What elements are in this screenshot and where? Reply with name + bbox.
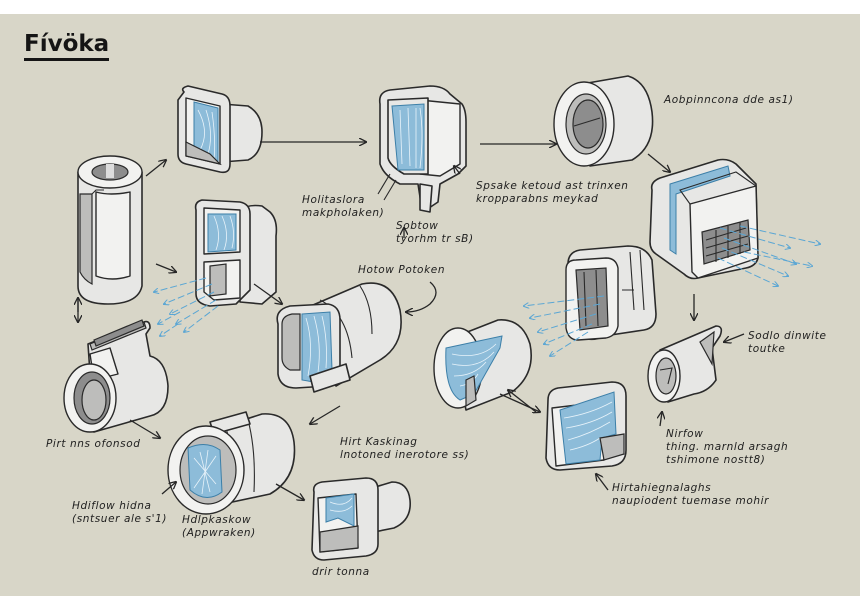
label-sodlo: Sodlo dinwite toutke <box>748 330 827 356</box>
label-nirfow: Nirfow thing. marnld arsagh tshimone nos… <box>666 428 788 467</box>
round-collar-icon <box>553 75 654 167</box>
label-line: thing. marnld arsagh <box>666 441 789 453</box>
label-line: Holitaslora <box>302 194 365 206</box>
small-nozzle-icon <box>647 325 723 403</box>
arrow <box>596 474 609 491</box>
arrow <box>275 483 304 500</box>
label-line: Hdlpkaskow <box>182 514 252 526</box>
saddle-nozzle-icon <box>63 319 169 433</box>
arrow <box>647 153 670 172</box>
diagram-svg <box>63 75 860 561</box>
label-hirt-kaskinag: Hirt Kaskinag lnotoned inerotore ss) <box>340 436 469 462</box>
arrow <box>310 405 341 424</box>
label-line: Hotow Potoken <box>358 264 446 276</box>
label-line: (sntsuer ale s'1) <box>72 513 168 525</box>
label-line: Hdiflow hidna <box>72 500 152 512</box>
label-hirtahie: Hirtahiegnalaghs naupiodent tuemase mohi… <box>612 482 769 508</box>
label-line: naupiodent tuemase mohir <box>612 495 770 507</box>
label-top-right: Aobpinncona dde as1) <box>664 94 794 107</box>
arrow <box>454 166 460 175</box>
arrow <box>155 263 176 272</box>
diagram-canvas: Fívöka <box>0 14 860 596</box>
split-duct-icon <box>194 199 278 307</box>
rect-duct-icon <box>177 85 263 174</box>
airflow-split <box>154 277 219 332</box>
label-line: Sodlo dinwite <box>748 330 827 342</box>
label-line: (Appwraken) <box>182 527 256 539</box>
label-spsake: Spsake ketoud ast trinxen kropparabns me… <box>476 180 629 206</box>
label-line: Hirtahiegnalaghs <box>612 482 712 494</box>
capsule-housing-icon <box>276 282 402 393</box>
arrow <box>406 281 437 312</box>
label-drir: drir tonna <box>312 566 370 579</box>
label-line: lnotoned inerotore ss) <box>340 449 470 461</box>
arrow <box>508 390 537 413</box>
label-line: Nirfow <box>666 428 704 440</box>
label-line: makpholaken) <box>302 207 385 219</box>
label-line: tshimone nostt8) <box>666 454 766 466</box>
arrow <box>499 393 540 412</box>
arrow <box>129 419 160 438</box>
label-sobtow: Sobtow tyorhm tr sB) <box>396 220 474 246</box>
label-line: Aobpinncona dde as1) <box>664 94 794 106</box>
cutaway-box-upper-icon <box>565 245 657 341</box>
label-hotow: Hotow Potoken <box>358 264 445 277</box>
cylinder-housing-icon <box>77 155 143 305</box>
fan-drum-icon <box>167 411 296 515</box>
label-pirt: Pirt nns ofonsod <box>46 438 141 451</box>
vent-bracket-icon <box>377 85 467 213</box>
louvered-outlet-icon <box>649 158 759 280</box>
label-line: Pirt nns ofonsod <box>46 438 141 450</box>
cone-chamber-icon <box>433 319 532 411</box>
diagram-title: Fívöka <box>24 30 110 61</box>
arrow <box>724 333 745 342</box>
flow-arrows <box>78 142 745 500</box>
cutaway-box-lower-icon <box>545 381 627 471</box>
label-line: Spsake ketoud ast trinxen <box>476 180 629 192</box>
label-hdlpkaskow: Hdlpkaskow (Appwraken) <box>182 514 256 540</box>
square-adapter-icon <box>311 477 411 561</box>
airflow-saddle <box>158 311 181 336</box>
label-line: Hirt Kaskinag <box>340 436 418 448</box>
label-line: Sobtow <box>396 220 439 232</box>
airflow-outlet <box>717 225 820 286</box>
airflow-cutaway <box>524 295 605 356</box>
arrow <box>660 412 662 427</box>
label-holitaslora: Holitaslora makpholaken) <box>302 194 384 220</box>
label-line: tyorhm tr sB) <box>396 233 474 245</box>
arrow <box>253 283 282 304</box>
arrow <box>161 482 176 495</box>
label-line: drir tonna <box>312 566 370 578</box>
arrow <box>145 160 166 177</box>
label-line: kropparabns meykad <box>476 193 599 205</box>
label-hdiflow: Hdiflow hidna (sntsuer ale s'1) <box>72 500 167 526</box>
label-line: toutke <box>748 343 786 355</box>
